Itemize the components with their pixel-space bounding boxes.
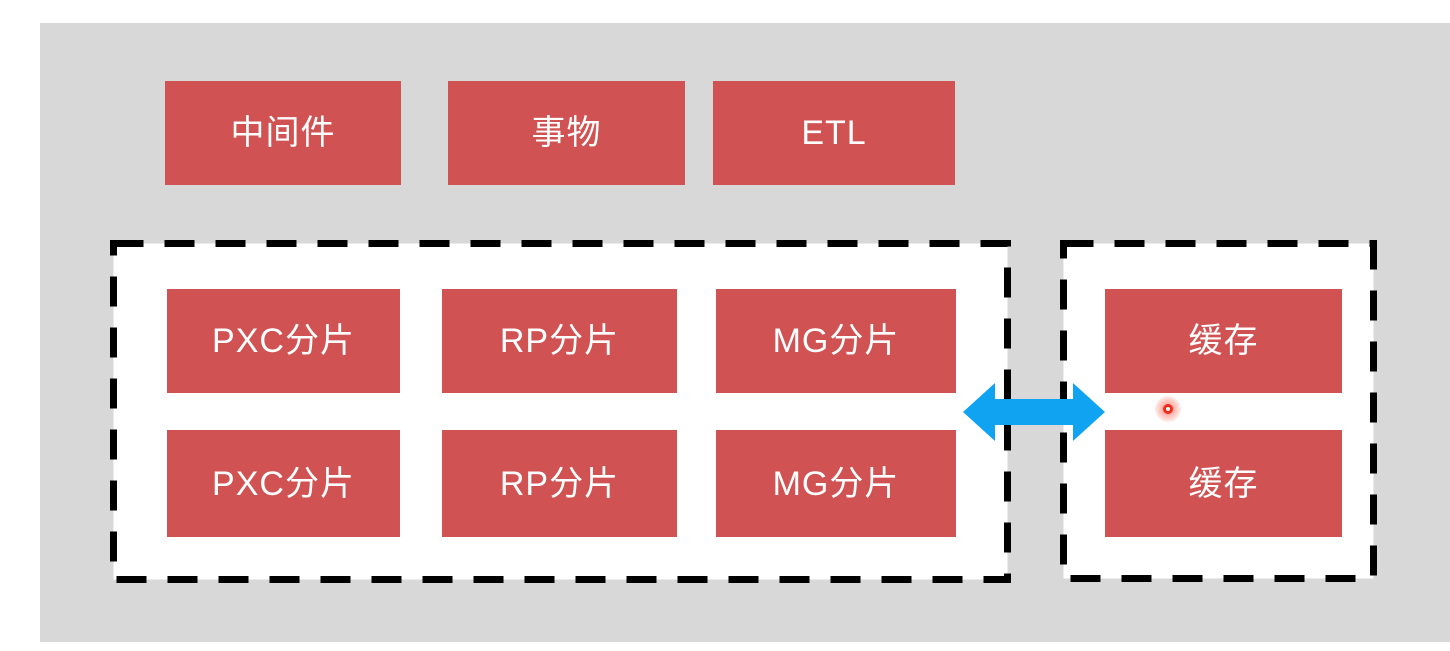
node-etl: ETL [713, 81, 955, 185]
node-mg-shard-2: MG分片 [716, 430, 956, 537]
laser-pointer-dot [1155, 396, 1181, 422]
node-pxc-shard-2: PXC分片 [167, 430, 400, 537]
node-pxc-shard-1: PXC分片 [167, 289, 400, 393]
node-middleware: 中间件 [165, 81, 401, 185]
node-rp-shard-1: RP分片 [442, 289, 677, 393]
laser-pointer-ring [1163, 404, 1173, 414]
node-cache-1: 缓存 [1105, 289, 1342, 393]
node-cache-2: 缓存 [1105, 430, 1342, 537]
double-arrow-icon [963, 383, 1105, 441]
node-mg-shard-1: MG分片 [716, 289, 956, 393]
node-transaction: 事物 [448, 81, 685, 185]
node-rp-shard-2: RP分片 [442, 430, 677, 537]
